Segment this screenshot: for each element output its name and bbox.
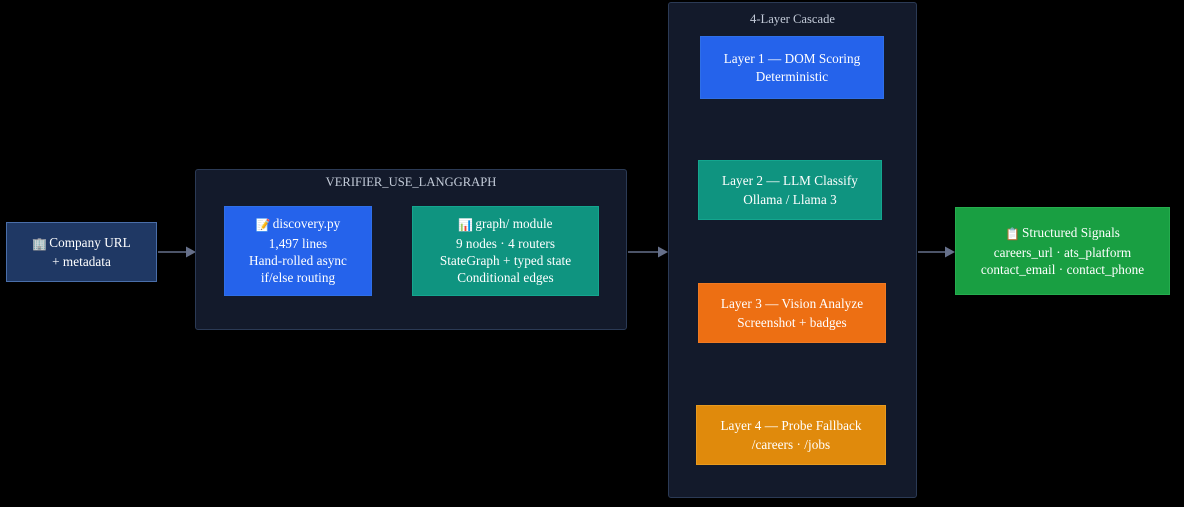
node-layer-2-subtitle: Ollama / Llama 3 — [743, 191, 837, 207]
office-building-icon: 🏢 — [32, 236, 48, 251]
node-company-url-subtitle: + metadata — [52, 254, 111, 270]
node-discovery-py-routing: if/else routing — [260, 270, 336, 286]
node-discovery-py-lines: 1,497 lines — [268, 236, 328, 252]
node-layer-3-vision-analyze[interactable]: Layer 3 — Vision Analyze Screenshot + ba… — [698, 283, 886, 343]
node-discovery-py[interactable]: 📝discovery.py 1,497 lines Hand-rolled as… — [224, 206, 372, 296]
node-graph-module-edges: Conditional edges — [457, 270, 554, 286]
node-graph-module-title: graph/ module — [475, 216, 553, 232]
node-structured-signals-heading: 📋Structured Signals — [1005, 224, 1120, 243]
node-structured-signals[interactable]: 📋Structured Signals careers_url · ats_pl… — [955, 207, 1170, 295]
node-structured-signals-urls: careers_url · ats_platform — [993, 244, 1132, 260]
node-discovery-py-async: Hand-rolled async — [249, 253, 347, 269]
node-discovery-py-heading: 📝discovery.py — [256, 215, 341, 234]
edge-cascade-to-output — [918, 246, 955, 258]
node-layer-3-subtitle: Screenshot + badges — [737, 314, 847, 330]
node-layer-1-title: Layer 1 — DOM Scoring — [723, 50, 861, 66]
node-layer-1-subtitle: Deterministic — [755, 69, 829, 84]
edge-input-to-verifier — [158, 246, 196, 258]
cluster-verifier-title: VERIFIER_USE_LANGGRAPH — [325, 175, 497, 189]
clipboard-icon: 📋 — [1005, 227, 1021, 242]
node-layer-2-title: Layer 2 — LLM Classify — [722, 173, 858, 189]
memo-icon: 📝 — [255, 218, 271, 233]
node-layer-4-title: Layer 4 — Probe Fallback — [720, 418, 862, 434]
node-graph-module-nodes: 9 nodes · 4 routers — [455, 236, 556, 252]
node-layer-3-title: Layer 3 — Vision Analyze — [720, 296, 864, 312]
cluster-cascade-title: 4-Layer Cascade — [750, 12, 835, 26]
bar-chart-icon: 📊 — [458, 218, 474, 233]
node-layer-2-llm-classify[interactable]: Layer 2 — LLM Classify Ollama / Llama 3 — [698, 160, 882, 220]
node-graph-module[interactable]: 📊graph/ module 9 nodes · 4 routers State… — [412, 206, 599, 296]
node-company-url-heading: 🏢Company URL — [32, 234, 131, 253]
node-layer-4-subtitle: /careers · /jobs — [751, 436, 831, 452]
node-structured-signals-contacts: contact_email · contact_phone — [980, 261, 1145, 277]
node-company-url[interactable]: 🏢Company URL + metadata — [6, 222, 157, 282]
node-structured-signals-title: Structured Signals — [1022, 225, 1120, 241]
node-graph-module-state: StateGraph + typed state — [439, 253, 572, 269]
edge-verifier-to-cascade — [628, 246, 668, 258]
node-layer-1-dom-scoring[interactable]: Layer 1 — DOM Scoring Deterministic — [700, 36, 884, 99]
node-company-url-title: Company URL — [49, 234, 131, 250]
node-graph-module-heading: 📊graph/ module — [458, 215, 552, 234]
node-layer-4-probe-fallback[interactable]: Layer 4 — Probe Fallback /careers · /job… — [696, 405, 886, 465]
node-discovery-py-title: discovery.py — [272, 216, 341, 232]
